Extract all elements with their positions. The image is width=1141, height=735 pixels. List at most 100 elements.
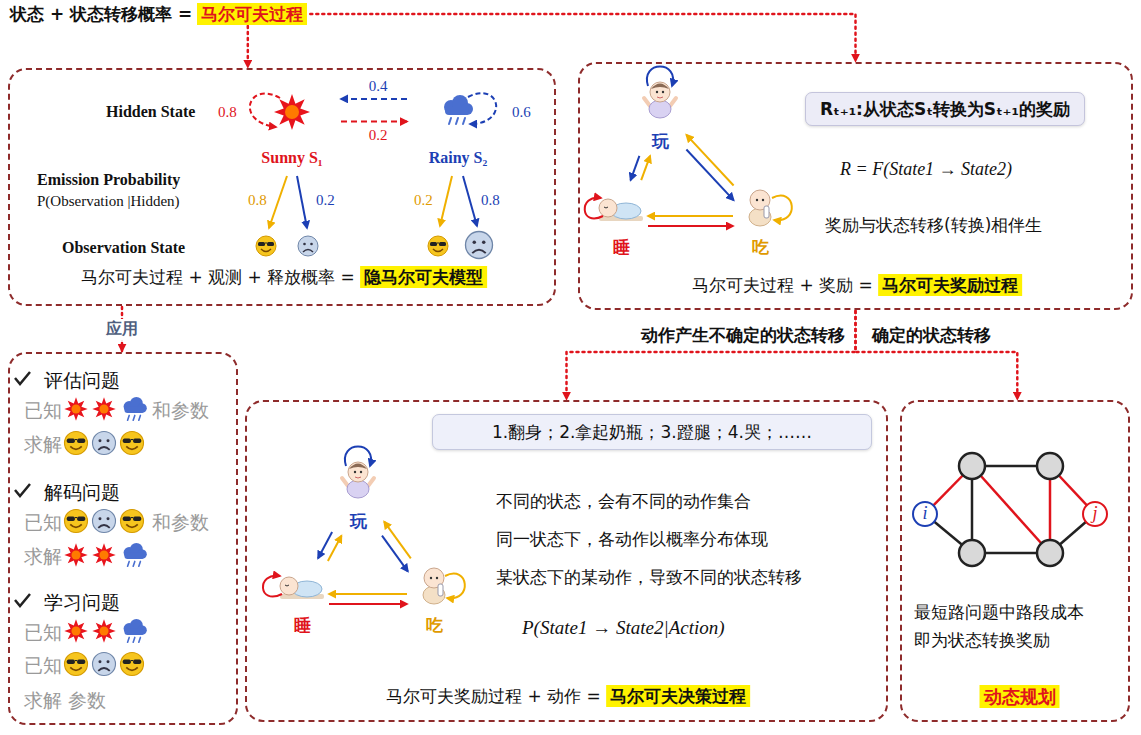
- text-row: 和参数: [152, 398, 209, 423]
- connector: [641, 156, 650, 180]
- text-row: 评估问题: [44, 368, 120, 393]
- state-node: Sunny S₁: [245, 88, 340, 172]
- self-loop: [345, 447, 371, 467]
- probability-label: 0.2: [316, 191, 335, 211]
- sun-icon: [64, 543, 87, 566]
- state-node: 玩: [635, 74, 685, 154]
- self-loop: [250, 94, 280, 127]
- node-text: 和参数: [152, 510, 209, 535]
- sad-face-icon: [93, 653, 116, 676]
- probability-label: 0.2: [414, 191, 433, 211]
- state-node: 吃: [409, 560, 459, 638]
- probability-label: 0.8: [481, 191, 500, 211]
- rain-icon: [124, 619, 147, 642]
- text-row: 最短路问题中路段成本 即为状态转换奖励: [914, 598, 1094, 654]
- state-node: 吃: [735, 182, 785, 260]
- graph-edge: [972, 466, 1050, 553]
- text-row: R = F(State1 → State2): [840, 158, 1012, 181]
- state-node: 睡: [277, 560, 327, 638]
- node-text: 马尔可夫过程 + 观测 + 释放概率 =: [81, 266, 355, 288]
- baby-eat-icon: [423, 568, 445, 604]
- node-text: Sunny S₁: [261, 148, 322, 169]
- node-text: j: [1092, 502, 1097, 525]
- sad-face-icon: [298, 236, 318, 256]
- node-text: 玩: [350, 510, 367, 532]
- node-text: 求解: [24, 544, 62, 569]
- action-box: 1.翻身；2.拿起奶瓶；3.蹬腿；4.哭；……: [432, 414, 872, 450]
- connector: [648, 225, 733, 227]
- node-text: 马尔可夫过程: [197, 3, 307, 25]
- emission-arrow: [440, 176, 452, 226]
- self-loop: [468, 93, 496, 124]
- node-text: 睡: [294, 614, 311, 636]
- node-text: R = F(State1 → State2): [840, 158, 1012, 181]
- happy-face-icon: [121, 510, 144, 533]
- graph-vertex: [1037, 453, 1063, 479]
- node-text: 动态规划: [980, 685, 1060, 708]
- edge-label: 0.4: [369, 77, 388, 97]
- text-row: 求解: [24, 432, 62, 457]
- graph-vertex: [959, 540, 985, 566]
- self-loop: [772, 196, 792, 221]
- node-text: 马尔可夫过程 + 奖励 =: [692, 274, 873, 296]
- happy-face-icon: [256, 236, 276, 256]
- mrp-panel: R = F(State1 → State2)奖励与状态转移(转换)相伴生马尔可夫…: [578, 62, 1133, 310]
- text-row: 睡: [613, 236, 630, 258]
- baby-eat-icon: [749, 190, 771, 226]
- self-loop: [647, 67, 673, 87]
- hmm-panel: Hidden StateEmission ProbabilityP(Observ…: [8, 68, 556, 306]
- node-text: Rainy S₂: [429, 148, 488, 169]
- connector: [329, 593, 407, 595]
- node-text: 解码问题: [44, 480, 120, 505]
- graph-vertex: j: [1082, 501, 1108, 527]
- node-text: 求解: [24, 432, 62, 457]
- connector: [856, 311, 1018, 399]
- text-row: 和参数: [152, 510, 209, 535]
- connector: [310, 14, 855, 61]
- node-text: i: [922, 502, 927, 525]
- node-text: 不同的状态，会有不同的动作集合: [496, 490, 751, 512]
- connector: [341, 121, 407, 123]
- text-row: 玩: [652, 130, 669, 152]
- connector: [341, 98, 407, 100]
- text-row: Observation State: [62, 238, 185, 259]
- check-mark: [15, 484, 30, 496]
- sad-face-icon: [466, 232, 493, 259]
- sad-face-icon: [93, 432, 116, 455]
- happy-face-icon: [65, 432, 88, 455]
- connector: [318, 532, 332, 558]
- node-text: 吃: [752, 236, 769, 258]
- state-node: 玩: [333, 454, 383, 534]
- dp-panel: 最短路问题中路段成本 即为状态转换奖励动态规划 i j: [900, 400, 1130, 722]
- connector: [328, 536, 342, 561]
- text-row: 不同的状态，会有不同的动作集合: [496, 490, 751, 512]
- node-text: P(Observation |Hidden): [37, 192, 180, 212]
- reward-box: Rₜ₊₁:从状态Sₜ转换为Sₜ₊₁的奖励: [805, 92, 1085, 126]
- node-text: 已知: [24, 620, 62, 645]
- edge-label: 确定的状态转移: [872, 324, 991, 346]
- text-row: Emission Probability: [37, 170, 180, 191]
- node-text: 同一状态下，各动作以概率分布体现: [496, 528, 768, 550]
- connector: [384, 522, 411, 559]
- connector: [686, 150, 733, 201]
- baby-sleep-icon: [599, 199, 643, 221]
- text-row: Rainy S₂: [429, 148, 488, 169]
- node-text: 和参数: [152, 398, 209, 423]
- check-mark: [15, 372, 30, 384]
- connector: [631, 156, 640, 180]
- text-row: 吃: [426, 614, 443, 636]
- node-text: Emission Probability: [37, 170, 180, 191]
- node-text: 睡: [613, 236, 630, 258]
- graph-vertex: [1037, 540, 1063, 566]
- text-row: 马尔可夫过程 + 观测 + 释放概率 =隐马尔可夫模型: [81, 266, 487, 288]
- connector: [247, 26, 250, 67]
- node-text: 评估问题: [44, 368, 120, 393]
- emission-arrow: [269, 176, 287, 228]
- probability-label: 0.8: [248, 191, 267, 211]
- node-text: 某状态下的某动作，导致不同的状态转移: [496, 566, 802, 588]
- baby-sleep-icon: [280, 577, 324, 599]
- text-row: 玩: [350, 510, 367, 532]
- probability-label: 0.6: [512, 103, 531, 123]
- self-loop: [445, 574, 465, 599]
- sun-icon: [64, 397, 87, 420]
